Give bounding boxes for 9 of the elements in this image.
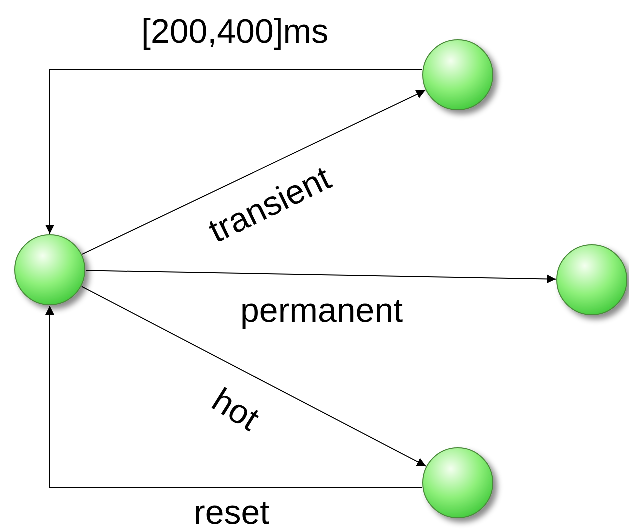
arrow xyxy=(46,70,423,234)
arrow xyxy=(82,90,426,255)
arrow xyxy=(81,286,427,467)
arrow xyxy=(86,270,556,284)
edge-label: hot xyxy=(206,383,264,437)
edge-label: permanent xyxy=(240,294,404,328)
edge-label: reset xyxy=(194,496,270,530)
edge-label: [200,400]ms xyxy=(142,15,329,49)
arrow xyxy=(46,306,423,488)
